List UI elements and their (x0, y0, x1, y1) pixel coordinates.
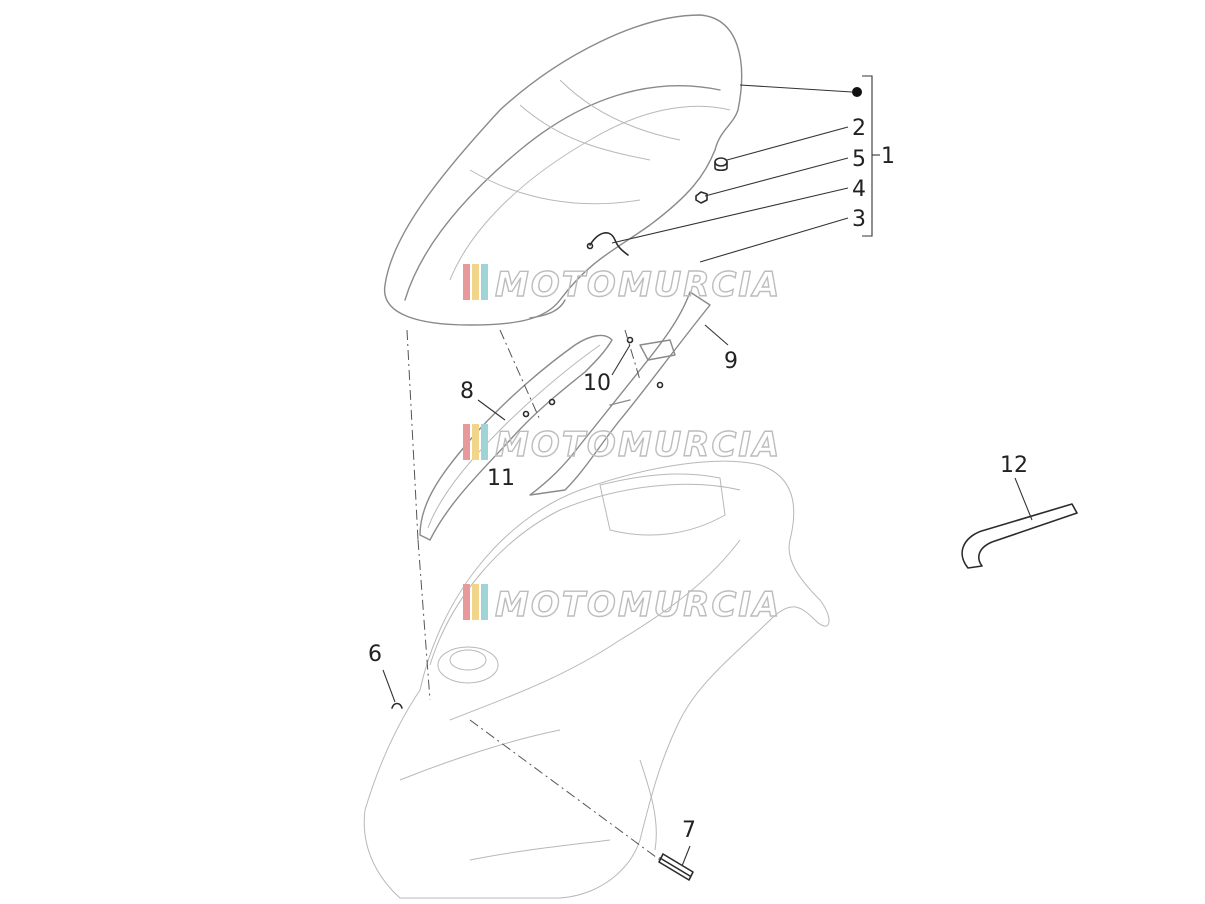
callout-11: 11 (487, 466, 515, 491)
pin-part-7 (658, 853, 694, 881)
watermark-2: MOTOMURCIA (463, 424, 781, 466)
callout-7: 7 (682, 818, 696, 843)
rear-body-shell (363, 460, 830, 899)
callout-6: 6 (368, 642, 382, 667)
cable-part-4 (586, 232, 629, 256)
callout-12: 12 (1000, 453, 1028, 478)
seat (383, 14, 743, 326)
alignment-lines (406, 329, 661, 861)
watermark-stripe-yellow (472, 264, 479, 300)
callout-1: 1 (881, 144, 895, 169)
watermark-text: MOTOMURCIA (495, 585, 781, 625)
callout-labels: 2 5 4 3 1 9 10 8 11 12 6 7 (368, 116, 1028, 843)
callout-2: 2 (852, 116, 866, 141)
callout-3: 3 (852, 207, 866, 232)
clip-part-6 (391, 702, 403, 709)
callout-5: 5 (852, 147, 866, 172)
watermark-stripe-teal (481, 264, 488, 300)
nut-part-5 (695, 191, 708, 204)
leader-lines (382, 75, 1033, 867)
watermark-text: MOTOMURCIA (495, 425, 781, 465)
screws-part-11 (522, 398, 556, 418)
screws-part-10 (626, 336, 664, 389)
rubber-buffer-part-2 (714, 157, 728, 172)
assembly-dot (852, 87, 862, 97)
hook-wrench-part-12 (961, 503, 1078, 569)
callout-8: 8 (460, 379, 474, 404)
callout-10: 10 (583, 371, 611, 396)
callout-9: 9 (724, 349, 738, 374)
rear-grab-rail-part-9 (529, 291, 711, 496)
callout-4: 4 (852, 177, 866, 202)
watermark-1: MOTOMURCIA (463, 264, 781, 306)
watermark-3: MOTOMURCIA (463, 584, 781, 626)
watermark-text: MOTOMURCIA (495, 265, 781, 305)
watermark-stripe-red (463, 264, 470, 300)
